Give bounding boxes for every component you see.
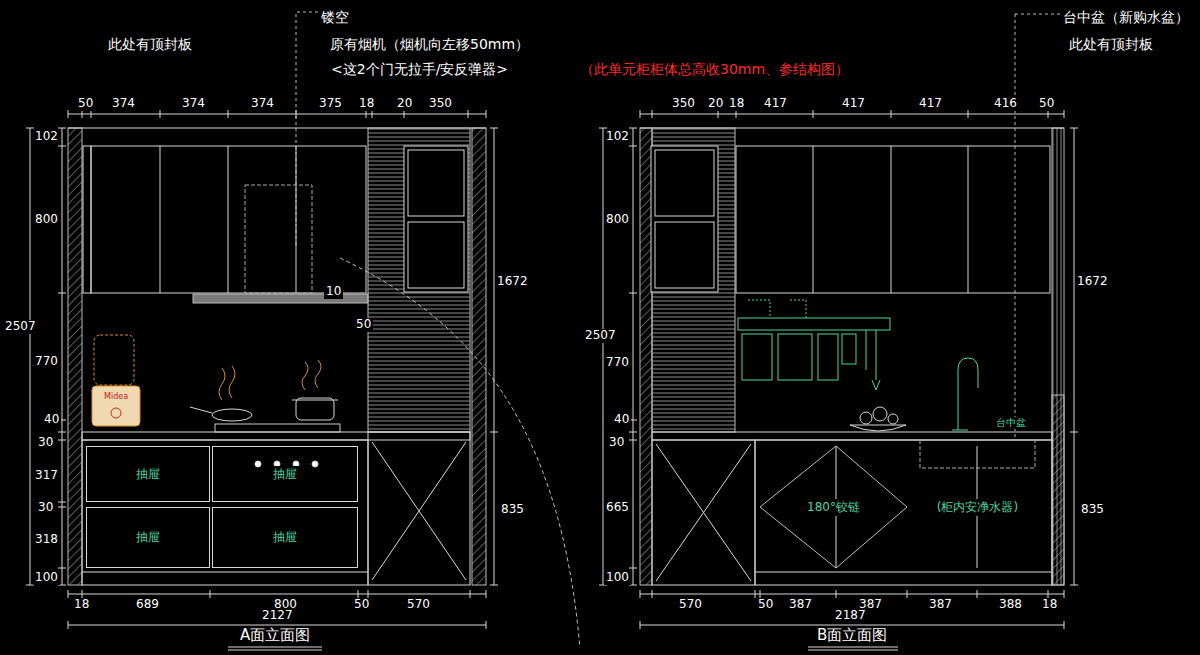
panel-label: 抽屉 — [271, 529, 299, 546]
dimension-text: 2507 — [583, 329, 618, 343]
dimension-text: 570 — [405, 598, 432, 612]
drawer-panel: 抽屉 — [86, 507, 210, 568]
dimension-text: 50 — [354, 318, 373, 332]
dimension-text: 417 — [917, 97, 944, 111]
dimension-text: 374 — [180, 97, 207, 111]
view-title: B面立面图 — [815, 627, 889, 644]
note-text: （此单元柜柜体总高收30mm、参结构图） — [578, 61, 851, 77]
door-panel: (柜内安净水器) — [907, 446, 1048, 568]
dimension-text: 374 — [110, 97, 137, 111]
dimension-text: 20 — [706, 97, 725, 111]
dimension-text: 100 — [604, 571, 631, 585]
note-text: 此处有顶封板 — [1067, 36, 1155, 52]
dimension-text: 1672 — [495, 275, 530, 289]
dimension-text: 50 — [76, 97, 95, 111]
panel-label: 180°铰链 — [805, 499, 862, 516]
sink-label: 台中盆 — [994, 417, 1028, 429]
dimension-text: 800 — [33, 213, 60, 227]
dimension-text: 50 — [756, 598, 775, 612]
panel-label: 抽屉 — [134, 529, 162, 546]
note-text: 此处有顶封板 — [106, 36, 194, 52]
note-text: <这2个门无拉手/安反弹器> — [329, 61, 510, 77]
dimension-text: 387 — [927, 598, 954, 612]
dimension-text: 2127 — [260, 609, 295, 623]
dimension-text: 417 — [840, 97, 867, 111]
note-text: 镂空 — [319, 9, 351, 25]
panel-label: 抽屉 — [271, 466, 299, 483]
dimension-text: 30 — [36, 501, 55, 515]
dimension-text: 388 — [997, 598, 1024, 612]
dimension-text: 835 — [1079, 503, 1106, 517]
dimension-text: 374 — [249, 97, 276, 111]
dimension-text: 18 — [1040, 598, 1059, 612]
dimension-text: 770 — [604, 356, 631, 370]
dimension-text: 2507 — [3, 320, 38, 334]
dimension-text: 387 — [787, 598, 814, 612]
dimension-text: 18 — [727, 97, 746, 111]
dimension-text: 350 — [670, 97, 697, 111]
dimension-text: 40 — [612, 413, 631, 427]
panel-label: (柜内安净水器) — [935, 499, 1020, 516]
dimension-text: 100 — [33, 571, 60, 585]
dimension-text: 18 — [72, 598, 91, 612]
brand-text: Midea — [102, 392, 130, 401]
dimension-text: 417 — [762, 97, 789, 111]
dimension-text: 835 — [499, 503, 526, 517]
dimension-text: 10 — [324, 285, 343, 299]
dimension-text: 1672 — [1075, 275, 1110, 289]
drawer-panel: 抽屉 — [86, 446, 210, 502]
dimension-text: 318 — [33, 533, 60, 547]
dimension-text: 30 — [36, 436, 55, 450]
dimension-text: 375 — [317, 97, 344, 111]
dimension-text: 800 — [604, 213, 631, 227]
dimension-text: 30 — [607, 436, 626, 450]
drawer-panel: 抽屉 — [212, 446, 358, 502]
dimension-text: 317 — [33, 469, 60, 483]
note-text: 台中盆（新购水盆） — [1061, 9, 1191, 25]
dimension-text: 40 — [42, 413, 61, 427]
dimension-text: 570 — [677, 598, 704, 612]
dimension-text: 20 — [395, 97, 414, 111]
view-title: A面立面图 — [238, 627, 312, 644]
dimension-text: 2187 — [833, 609, 868, 623]
dimension-text: 665 — [604, 501, 631, 515]
dimension-text: 770 — [33, 355, 60, 369]
panel-label: 抽屉 — [134, 466, 162, 483]
dimension-text: 18 — [357, 97, 376, 111]
dimension-text: 102 — [604, 130, 631, 144]
dimension-text: 50 — [352, 598, 371, 612]
dimension-text: 416 — [992, 97, 1019, 111]
dimension-text: 50 — [1037, 97, 1056, 111]
dimension-text: 689 — [134, 598, 161, 612]
door-panel: 180°铰链 — [760, 446, 907, 568]
dimension-text: 350 — [427, 97, 454, 111]
note-text: 原有烟机（烟机向左移50mm） — [328, 36, 531, 52]
drawer-panel: 抽屉 — [212, 507, 358, 568]
dimension-text: 102 — [33, 130, 60, 144]
